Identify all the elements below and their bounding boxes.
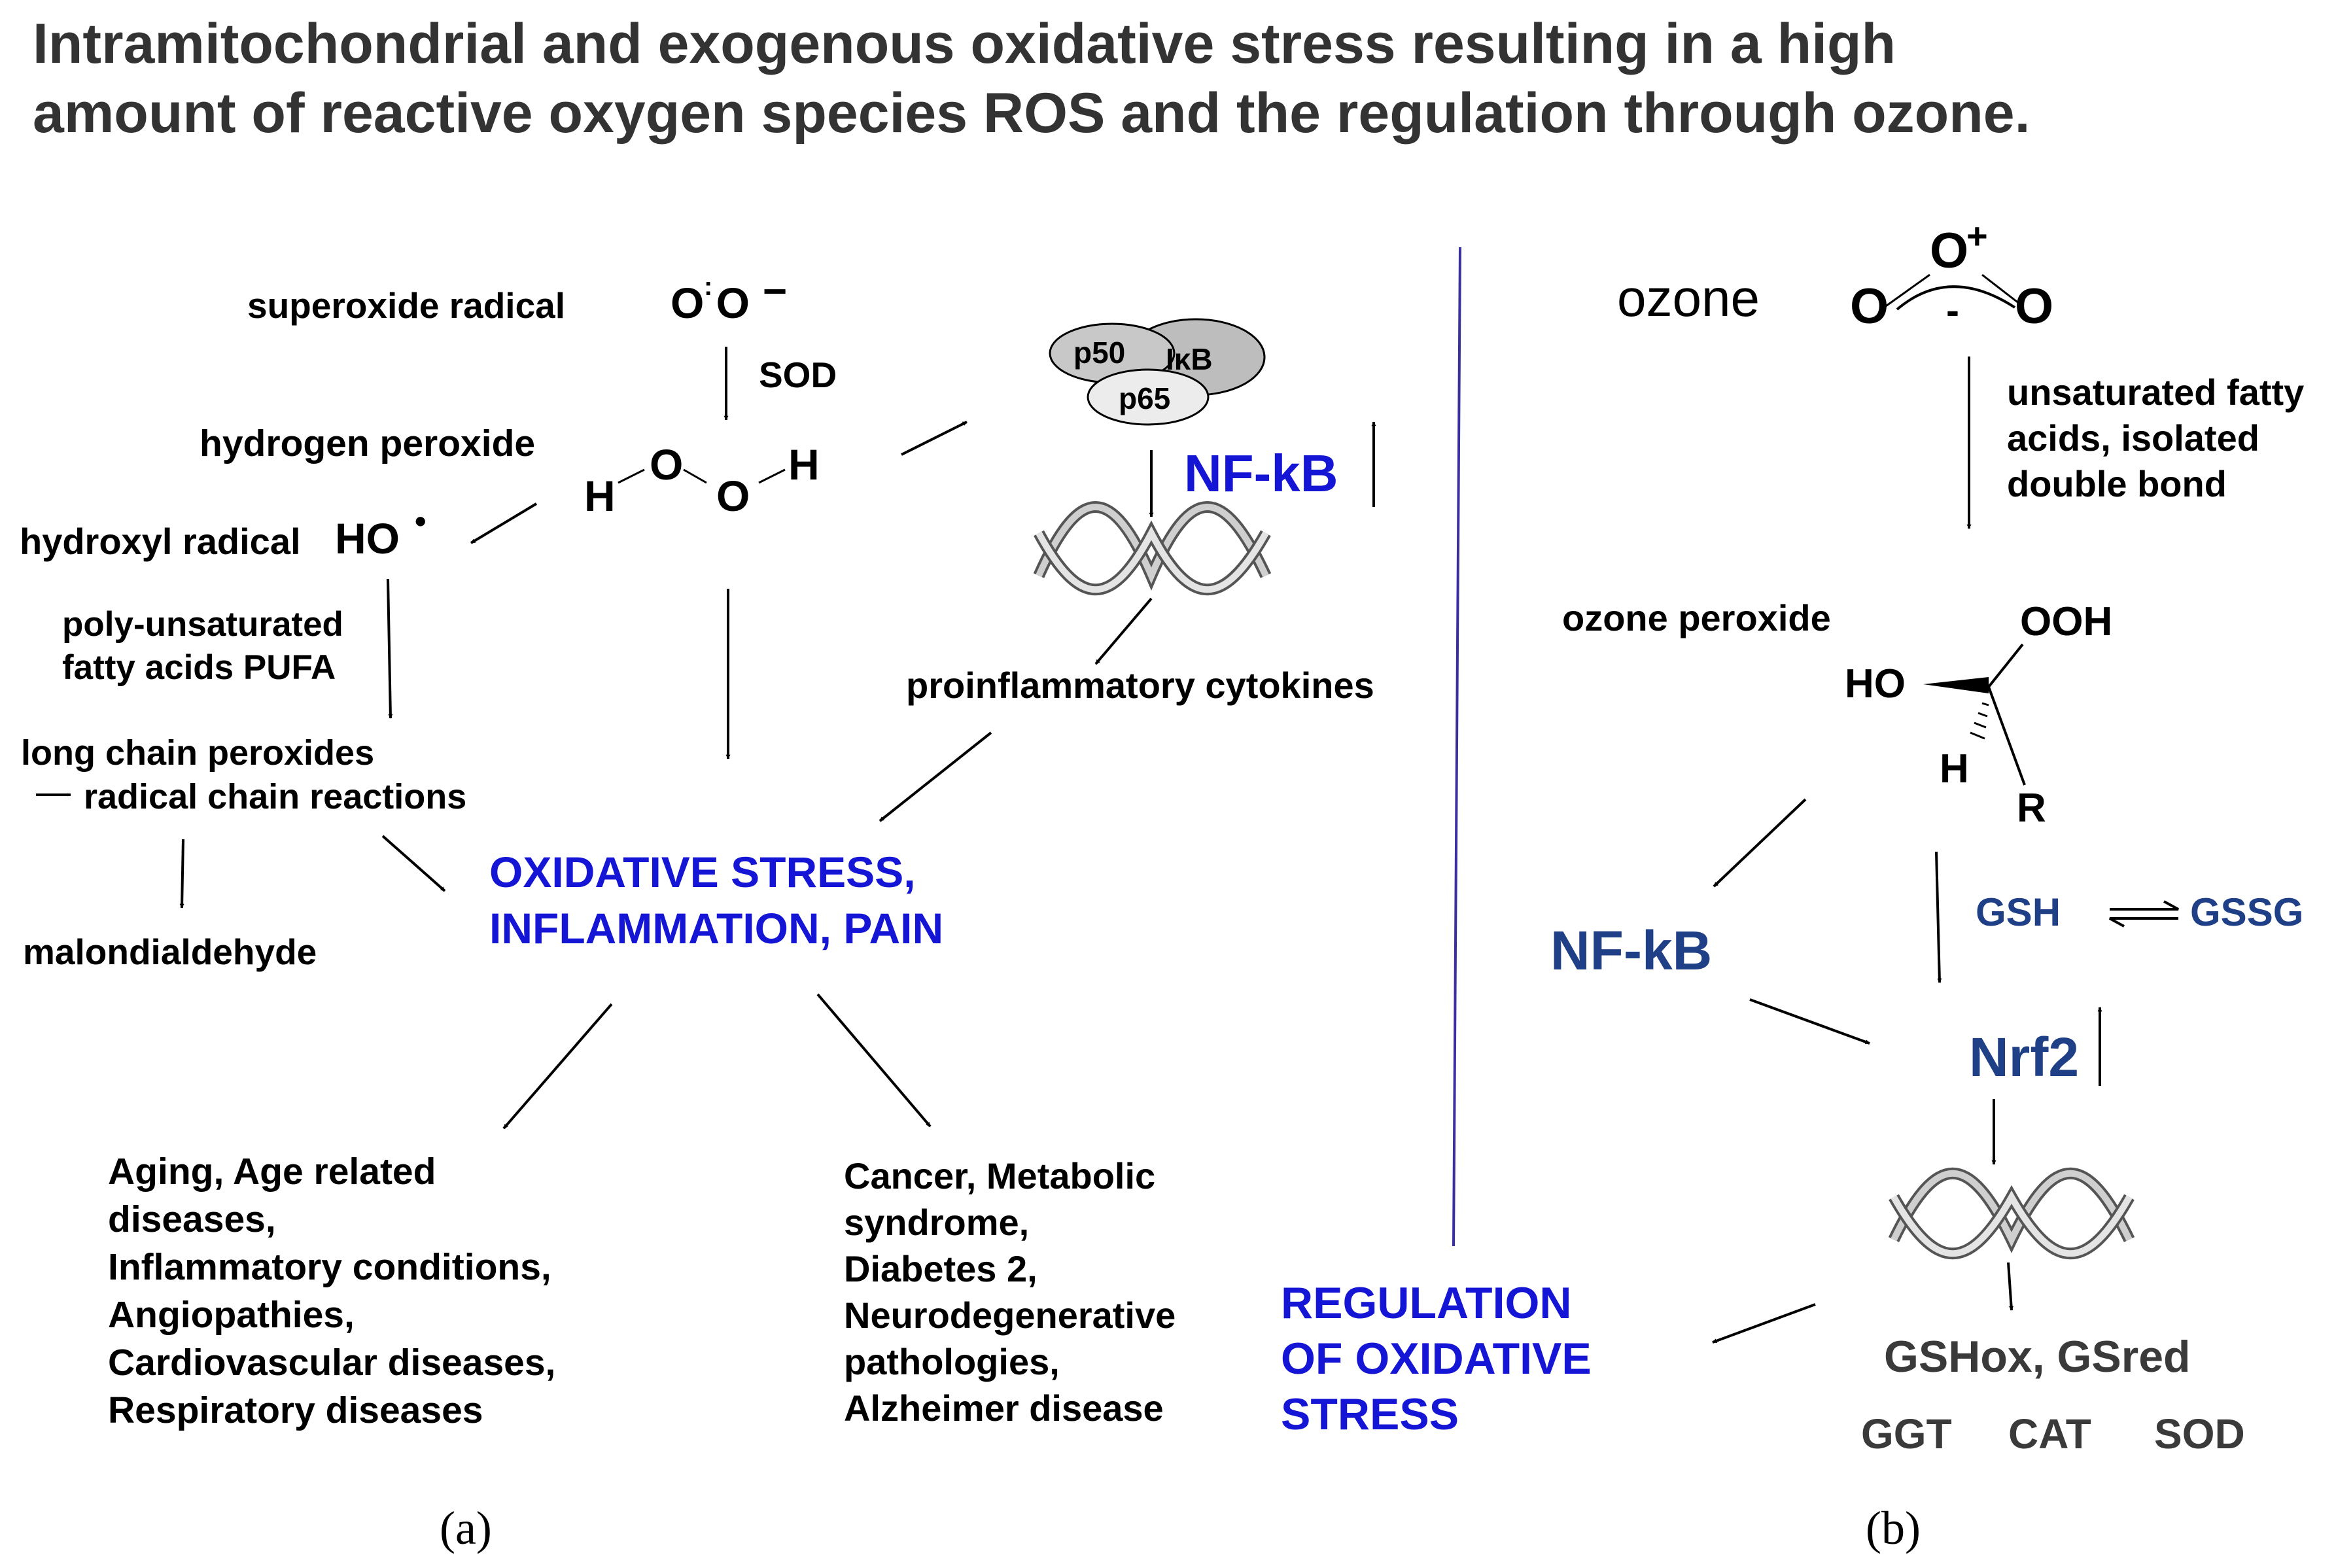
diseases-right-list: Cancer, Metabolic syndrome, Diabetes 2, …: [844, 1155, 1176, 1429]
ozone-atom-right: O: [2015, 279, 2054, 334]
arrow-stress-to-diseases-left: [502, 1003, 613, 1130]
panel-divider: [1452, 247, 1461, 1247]
dna-helix-a: [1033, 501, 1272, 596]
panel-label-b: (b): [1866, 1502, 1921, 1554]
enzyme-sod: SOD: [2154, 1410, 2245, 1457]
complex-label-p65: p65: [1119, 381, 1171, 415]
arrow-dna-to-cytokines: [1094, 597, 1153, 665]
ozone-bond: [1896, 285, 2016, 311]
ozone-bond-right: [1981, 273, 2023, 307]
peroxide-bond-r: [1987, 686, 2026, 786]
h2o2-bond-3: [758, 468, 786, 484]
malondialdehyde-label: malondialdehyde: [23, 932, 317, 972]
equilibrium-forward: [2110, 900, 2179, 911]
peroxide-wedge-bond: [1923, 677, 1989, 693]
radical-chain-label: radical chain reactions: [84, 777, 467, 816]
superoxide-charge: −: [763, 268, 788, 315]
figure-title: Intramitochondrial and exogenous oxidati…: [33, 9, 2030, 148]
nfkb-complex-shape: [1049, 318, 1266, 426]
arrow-nfkb-to-nrf2: [1749, 998, 1870, 1045]
complex-label-p50: p50: [1073, 336, 1126, 370]
pufa-label: poly-unsaturated fatty acids PUFA: [62, 605, 343, 687]
nrf2-label: Nrf2: [1969, 1026, 2080, 1088]
title-line-1: Intramitochondrial and exogenous oxidati…: [33, 12, 1896, 75]
h2o2-bond-2: [683, 468, 707, 484]
hydroxyl-label: hydroxyl radical: [20, 521, 301, 562]
h2o2-atom-o1: O: [650, 440, 684, 489]
ozone-peroxide-label: ozone peroxide: [1562, 597, 1831, 638]
peroxide-group-h: H: [1940, 746, 1969, 792]
nfkb-label-a: NF-kB: [1184, 444, 1338, 502]
diseases-left-list: Aging, Age related diseases, Inflammator…: [108, 1151, 556, 1431]
ozone-bond-left: [1883, 273, 1930, 309]
sod-label: SOD: [759, 355, 837, 395]
peroxide-bond-ooh: [1987, 643, 2024, 688]
complex-label-ikb: IκB: [1166, 342, 1213, 376]
arrow-hydroxyl-to-pufa: [387, 578, 393, 719]
long-chain-label: long chain peroxides: [21, 733, 375, 773]
h2o2-atom-h2: H: [788, 440, 820, 489]
gshox-label: GSHox, GSred: [1884, 1332, 2191, 1382]
ozone-atom-center: O: [1930, 223, 1969, 279]
ozone-atom-left: O: [1850, 279, 1889, 334]
ozone-charge-plus: +: [1966, 215, 1988, 256]
ozone-label: ozone: [1617, 269, 1760, 327]
h2o2-atom-o2: O: [716, 472, 750, 520]
panel-label-a: (a): [440, 1502, 492, 1554]
enzyme-ggt: GGT: [1861, 1410, 1952, 1457]
peroxide-group-ho: HO: [1845, 661, 1906, 706]
h2o2-bond-1: [618, 468, 645, 484]
ozone-charge-minus: -: [1946, 288, 1959, 332]
arrow-peroxide-to-nfkb: [1713, 798, 1807, 888]
proinflammatory-label: proinflammatory cytokines: [906, 665, 1374, 706]
arrow-peroxide-to-nrf2: [1935, 851, 1942, 983]
gsh-label: GSH: [1976, 890, 2061, 934]
arrow-h2o2-to-complex: [901, 421, 968, 456]
equilibrium-backward: [2109, 917, 2178, 928]
title-line-2: amount of reactive oxygen species ROS an…: [33, 82, 2031, 145]
enzyme-cat: CAT: [2008, 1410, 2091, 1457]
dna-helix-b: [1888, 1168, 2135, 1260]
oxidative-stress-label: OXIDATIVE STRESS, INFLAMMATION, PAIN: [489, 848, 944, 952]
hydroxyl-radical-dot: •: [415, 503, 427, 540]
peroxide-group-ooh: OOH: [2020, 599, 2113, 644]
regulation-label: REGULATION OF OXIDATIVE STRESS: [1281, 1278, 1592, 1439]
gssg-label: GSSG: [2190, 890, 2304, 934]
arrow-h2o2-to-hydroxyl: [470, 502, 538, 544]
h2o2-atom-h1: H: [584, 472, 616, 520]
superoxide-radical-dots: :: [704, 272, 713, 301]
fatty-acids-label: unsaturated fatty acids, isolated double…: [2007, 372, 2305, 504]
peroxide-hash-bond: [1970, 702, 1989, 740]
superoxide-label: superoxide radical: [247, 285, 566, 326]
arrow-to-regulation: [1712, 1303, 1816, 1344]
arrow-chain-to-oxidative-stress: [381, 835, 446, 892]
hydroxyl-formula: HO: [335, 514, 400, 563]
hydrogen-peroxide-label: hydrogen peroxide: [200, 423, 536, 464]
arrow-dna-to-gshox: [2007, 1262, 2014, 1311]
nfkb-label-b: NF-kB: [1550, 920, 1713, 981]
superoxide-formula: O O: [671, 279, 750, 327]
arrow-to-malondialdehyde: [179, 839, 184, 909]
arrow-stress-to-diseases-right: [816, 993, 932, 1128]
arrow-cytokines-to-oxidative-stress: [879, 731, 992, 822]
peroxide-group-r: R: [2017, 786, 2046, 831]
